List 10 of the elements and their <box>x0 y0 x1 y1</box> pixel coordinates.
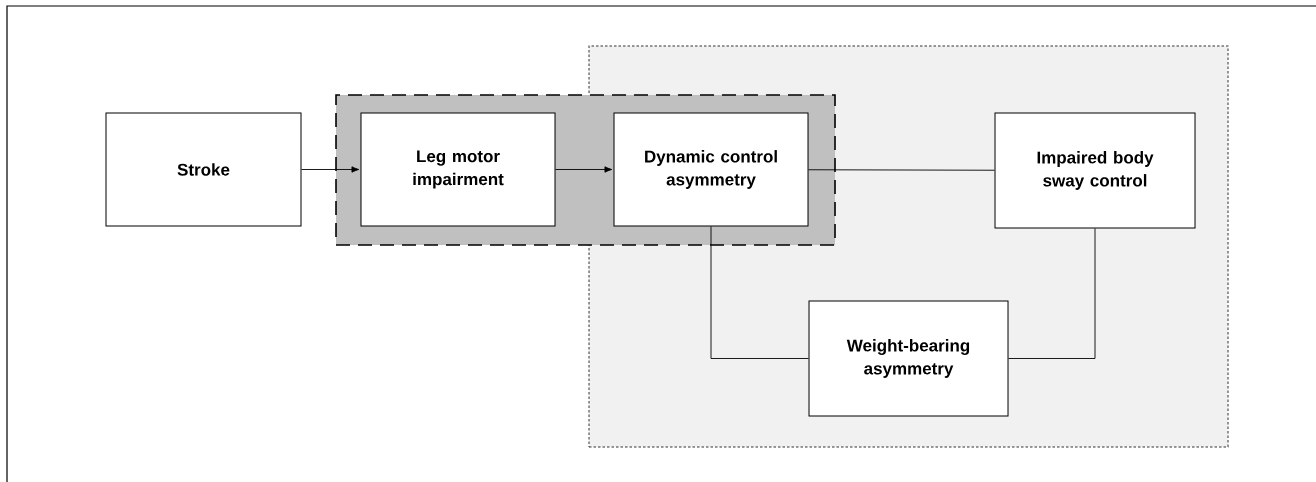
connector-line <box>710 226 809 359</box>
process-box: Leg motor impairment <box>360 112 556 227</box>
arrow <box>555 166 613 173</box>
arrow <box>301 166 360 173</box>
process-box: Weight-bearing asymmetry <box>808 300 1009 417</box>
process-box: Impaired body sway control <box>994 112 1196 229</box>
process-box: Stroke <box>105 112 302 227</box>
connector-line <box>808 169 995 171</box>
process-box: Dynamic control asymmetry <box>613 112 809 227</box>
connector-line <box>1008 228 1096 359</box>
